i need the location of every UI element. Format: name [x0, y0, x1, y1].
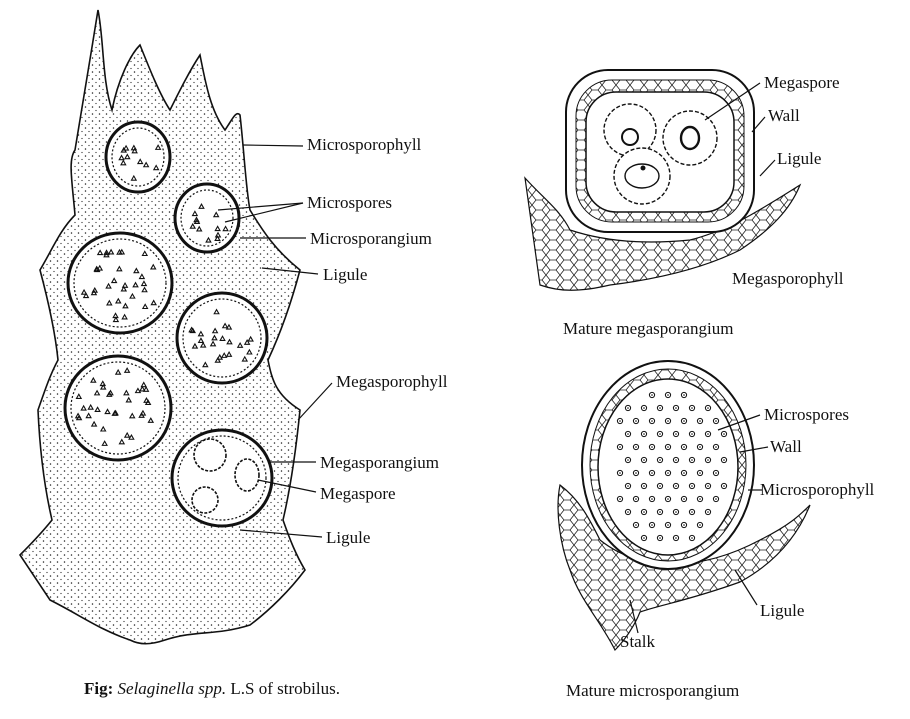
label-detail-wall-mega: Wall	[768, 106, 800, 125]
caption-strobilus: Fig: Selaginella spp. L.S of strobilus.	[84, 680, 340, 697]
strobilus-sporangia	[63, 120, 274, 528]
microsporangium-leader-lines	[629, 414, 769, 634]
label-microsporophyll: Microsporophyll	[307, 135, 422, 154]
microspore-triangles	[74, 144, 254, 446]
caption-suffix: L.S of strobilus.	[230, 679, 340, 698]
caption-microsporangium: Mature microsporangium	[566, 681, 740, 700]
microsporangium-3	[66, 231, 174, 335]
label-detail-microspores: Microspores	[764, 405, 849, 424]
label-detail-ligule-micro: Ligule	[760, 601, 805, 620]
microsporangium-5	[63, 354, 173, 462]
megasporophyll-tissue	[524, 176, 802, 291]
caption-megasporangium: Mature megasporangium	[563, 319, 734, 338]
label-ligule-lower: Ligule	[326, 528, 371, 547]
megaspore-3	[191, 486, 219, 514]
label-detail-ligule-mega: Ligule	[777, 149, 822, 168]
caption-prefix: Fig:	[84, 679, 114, 698]
detail-megaspore-3	[613, 147, 671, 205]
label-detail-megaspore: Megaspore	[764, 73, 840, 92]
label-detail-stalk: Stalk	[620, 632, 655, 651]
strobilus-leader-lines	[217, 144, 333, 538]
label-detail-wall-micro: Wall	[770, 437, 802, 456]
caption-species: Selaginella spp.	[117, 679, 227, 698]
megaspore-2	[234, 458, 260, 492]
label-megaspore: Megaspore	[320, 484, 396, 503]
label-megasporophyll: Megasporophyll	[336, 372, 448, 391]
detail-megaspore-2	[662, 110, 718, 166]
label-megasporangium: Megasporangium	[320, 453, 439, 472]
label-microspores: Microspores	[307, 193, 392, 212]
label-detail-megasporophyll: Megasporophyll	[732, 269, 844, 288]
label-detail-microsporophyll: Microsporophyll	[760, 480, 875, 499]
label-ligule-upper: Ligule	[323, 265, 368, 284]
microsporangium-1	[104, 120, 172, 194]
detail-microspores	[616, 391, 728, 542]
megasporangium-detail-drawing	[524, 69, 802, 291]
megaspore-1	[193, 438, 227, 472]
microsporangium-detail-drawing	[557, 360, 811, 652]
megasporangium-leader-lines	[704, 82, 776, 177]
label-microsporangium: Microsporangium	[310, 229, 432, 248]
